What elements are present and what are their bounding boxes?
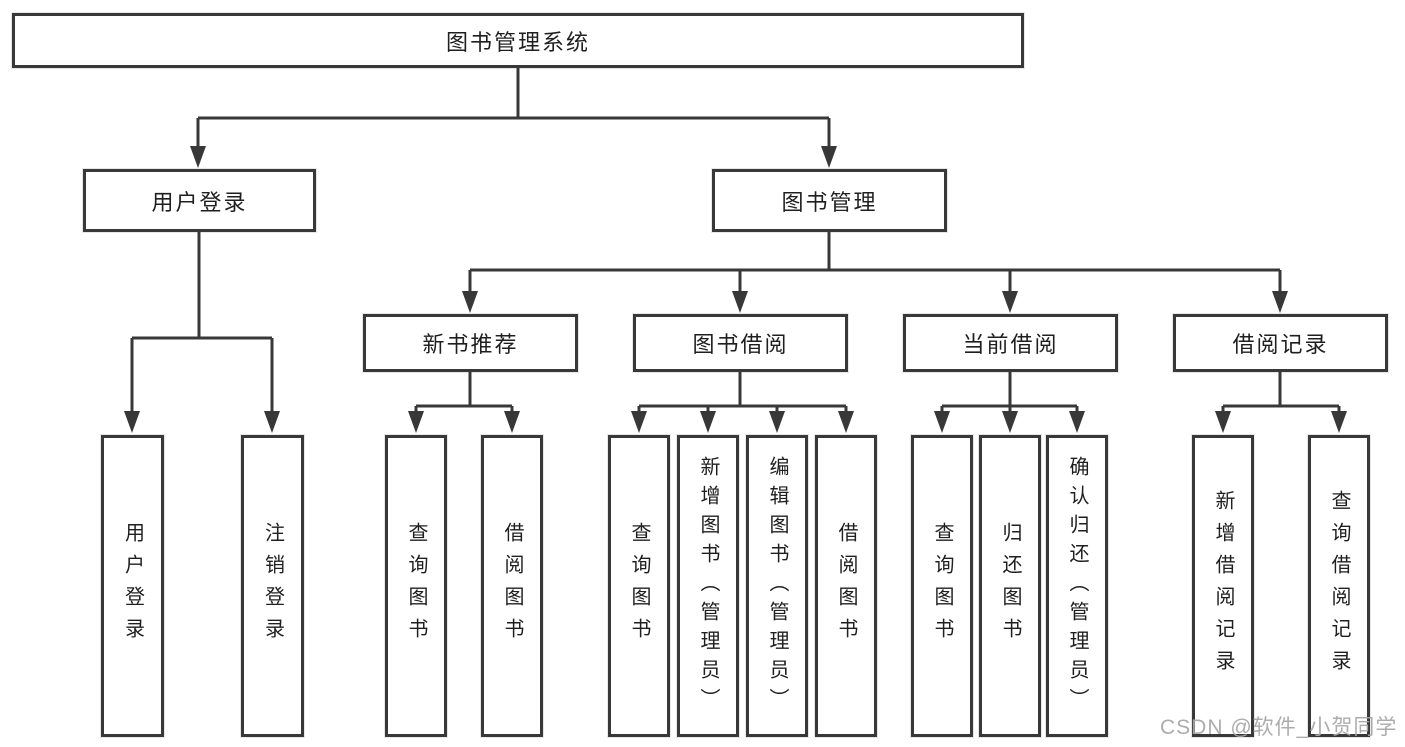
node-label: 当前借阅 (962, 332, 1059, 357)
node-label: 确认归还（管理员） (1066, 455, 1088, 717)
node-label: 注销登录 (261, 522, 284, 650)
node-label: 借阅记录 (1232, 332, 1329, 357)
leaf-edit-book-admin: 编辑图书（管理员） (746, 435, 808, 737)
leaf-confirm-return-admin: 确认归还（管理员） (1046, 435, 1108, 737)
node-user-login: 用户登录 (83, 169, 316, 232)
connector-borrowrecords-to-leaves (1215, 372, 1347, 433)
node-library-system: 图书管理系统 (12, 13, 1024, 68)
leaf-add-borrow-record: 新增借阅记录 (1192, 435, 1254, 737)
leaf-add-book-admin: 新增图书（管理员） (677, 435, 739, 737)
csdn-watermark: CSDN @软件_小贺同学 (1160, 716, 1398, 739)
node-label: 图书管理系统 (445, 29, 590, 55)
node-label: 用户登录 (151, 189, 248, 215)
node-label: 查询图书 (628, 522, 650, 650)
node-label: 借阅图书 (501, 522, 523, 650)
node-current-borrow: 当前借阅 (903, 314, 1118, 372)
node-label: 新增图书（管理员） (697, 455, 719, 717)
node-borrow-records: 借阅记录 (1173, 314, 1388, 372)
node-book-management: 图书管理 (712, 169, 947, 232)
connector-bookborrow-to-leaves (631, 372, 854, 433)
leaf-query-borrow-record: 查询借阅记录 (1308, 435, 1370, 737)
node-label: 图书管理 (781, 189, 878, 215)
leaf-query-books-recommend: 查询图书 (385, 435, 447, 737)
leaf-user-login: 用户登录 (101, 435, 164, 737)
node-label: 归还图书 (999, 522, 1021, 650)
node-label: 用户登录 (121, 522, 144, 650)
connector-bookmgmt-to-level3 (462, 232, 1288, 313)
leaf-logout: 注销登录 (241, 435, 304, 737)
leaf-return-book: 归还图书 (979, 435, 1041, 737)
connector-newbook-to-leaves (408, 372, 520, 433)
node-label: 新书推荐 (422, 332, 519, 357)
node-label: 图书借阅 (692, 332, 789, 357)
connector-currentborrow-to-leaves (934, 372, 1085, 433)
node-label: 查询图书 (931, 522, 953, 650)
connector-userlogin-to-leaves (124, 232, 280, 433)
node-label: 查询借阅记录 (1328, 490, 1350, 682)
leaf-borrow-books: 借阅图书 (815, 435, 877, 737)
leaf-query-books-current: 查询图书 (911, 435, 973, 737)
leaf-query-books-borrow: 查询图书 (608, 435, 670, 737)
node-book-borrow: 图书借阅 (633, 314, 848, 372)
node-label: 新增借阅记录 (1212, 490, 1234, 682)
node-label: 查询图书 (405, 522, 427, 650)
node-label: 编辑图书（管理员） (766, 455, 788, 717)
connector-root-to-level2 (190, 68, 837, 168)
leaf-borrow-books-recommend: 借阅图书 (481, 435, 543, 737)
node-label: 借阅图书 (835, 522, 857, 650)
node-new-book-recommend: 新书推荐 (363, 314, 578, 372)
